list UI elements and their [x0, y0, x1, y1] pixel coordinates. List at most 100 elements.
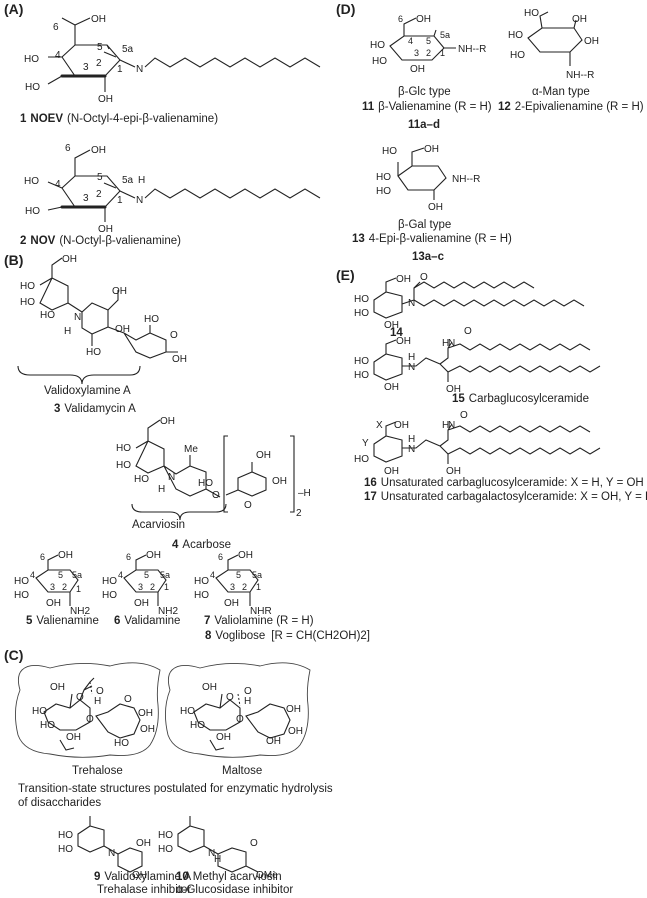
structure-1-noev — [47, 17, 321, 92]
trehalose-ho-b: HO — [40, 720, 55, 731]
c16-oh-top: OH — [394, 420, 409, 431]
c3-ho-c: HO — [40, 310, 55, 321]
maltose-oh-c: OH — [286, 704, 301, 715]
c2-ho-4: HO — [24, 176, 39, 187]
c5-c3: 3 — [50, 582, 55, 592]
maltose-oh-d: OH — [266, 736, 281, 747]
structure-16-17 — [373, 421, 601, 464]
c7-nhr: NHR — [250, 606, 272, 617]
c7-c6: 6 — [218, 552, 223, 562]
panel-label-d: (D) — [336, 1, 355, 17]
maltose-o-carboxyl: O — [244, 686, 252, 697]
c1-c6-number: 6 — [53, 22, 59, 33]
c2-c1-number: 1 — [117, 195, 123, 206]
c14-ho-a: HO — [354, 294, 369, 305]
c7-oh-c: OH — [224, 598, 239, 609]
trehalose-ts-structure — [15, 662, 161, 758]
c4-o-link: O — [212, 490, 220, 501]
structure-14 — [373, 277, 585, 319]
c2-h: H — [138, 175, 145, 186]
c11-oh-c: OH — [410, 64, 425, 75]
c15-ho-b: HO — [354, 370, 369, 381]
structure-12-man — [527, 11, 583, 66]
c4-oh-e: OH — [256, 450, 271, 461]
c14-number: 14 — [390, 327, 403, 339]
c16-oh-c: OH — [384, 466, 399, 477]
glc-type-label: β-Glc type — [398, 86, 451, 98]
trehalose-o-ring: O — [76, 692, 84, 703]
c7-c4: 4 — [210, 570, 215, 580]
c12-nh-r: NH--R — [566, 70, 594, 81]
c11-ho-b: HO — [372, 56, 387, 67]
panel-label-c: (C) — [4, 647, 23, 663]
c3-ho-b: HO — [20, 297, 35, 308]
maltose-ts-structure — [165, 662, 311, 758]
c9-ho-b: HO — [58, 844, 73, 855]
panel-c-caption-2: of disaccharides — [18, 797, 101, 809]
c6-c1: 1 — [164, 582, 169, 592]
c4-h: H — [158, 484, 165, 495]
c5-c5: 5 — [58, 570, 63, 580]
c2-ho-3: HO — [25, 206, 40, 217]
c9-oh-b: OH — [132, 870, 147, 881]
maltose-h: H — [244, 696, 251, 707]
c12-ho-top: HO — [524, 8, 539, 19]
panel-c-caption-1: Transition-state structures postulated f… — [18, 783, 333, 795]
c3-n: N — [74, 312, 81, 323]
c5-ho-b: HO — [14, 590, 29, 601]
structure-5-8-row — [35, 554, 259, 606]
c10-ho-a: HO — [158, 830, 173, 841]
c14-oh-top: OH — [396, 274, 411, 285]
maltose-o-ring: O — [226, 692, 234, 703]
c13-ho-a: HO — [376, 172, 391, 183]
maltose-ho-b: HO — [190, 720, 205, 731]
c5-nh2: NH2 — [70, 606, 90, 617]
c13-ho-top: HO — [382, 146, 397, 157]
c2-c5-number: 5 — [97, 172, 103, 183]
c6-nh2: NH2 — [158, 606, 178, 617]
trehalose-ho-c: HO — [114, 738, 129, 749]
c12-oh-a: OH — [572, 14, 587, 25]
c2-c5a-number: 5a — [122, 175, 134, 186]
c6-oh-c: OH — [134, 598, 149, 609]
c11-c5: 5 — [426, 36, 431, 46]
c11-ho-a: HO — [370, 40, 385, 51]
c1-c2-number: 2 — [96, 58, 102, 69]
trehalose-ho-a: HO — [32, 706, 47, 717]
c9-oh-a: OH — [136, 838, 151, 849]
c10-o-ring: O — [250, 838, 258, 849]
c15-oh-top: OH — [396, 336, 411, 347]
c11-c4: 4 — [408, 36, 413, 46]
c6-c5a: 5a — [160, 570, 170, 580]
c3-oh-f: OH — [115, 324, 130, 335]
trehalose-oh-b: OH — [66, 732, 81, 743]
c13-oh-top: OH — [424, 144, 439, 155]
trehalose-oh-a: OH — [50, 682, 65, 693]
structure-3-validamycin-a — [17, 257, 178, 385]
c3-ho-e: HO — [86, 347, 101, 358]
c3-h: H — [64, 326, 71, 337]
c10-ome: OMe — [256, 870, 278, 881]
c10-role: α-Glucosidase inhibitor — [176, 884, 293, 896]
c2-c2-number: 2 — [96, 189, 102, 200]
maltose-oh-b: OH — [216, 732, 231, 743]
c2-c4-number: 4 — [55, 179, 61, 190]
c4-me: Me — [184, 444, 198, 455]
c4-oh-f: OH — [272, 476, 287, 487]
c10-n: N — [208, 848, 215, 859]
c7-ho-a: HO — [194, 576, 209, 587]
c7-c3: 3 — [230, 582, 235, 592]
c6-c5: 5 — [144, 570, 149, 580]
c1-c5-number: 5 — [97, 42, 103, 53]
c13-series: 13a–c — [412, 251, 445, 263]
c4-oh-top: OH — [160, 416, 175, 427]
